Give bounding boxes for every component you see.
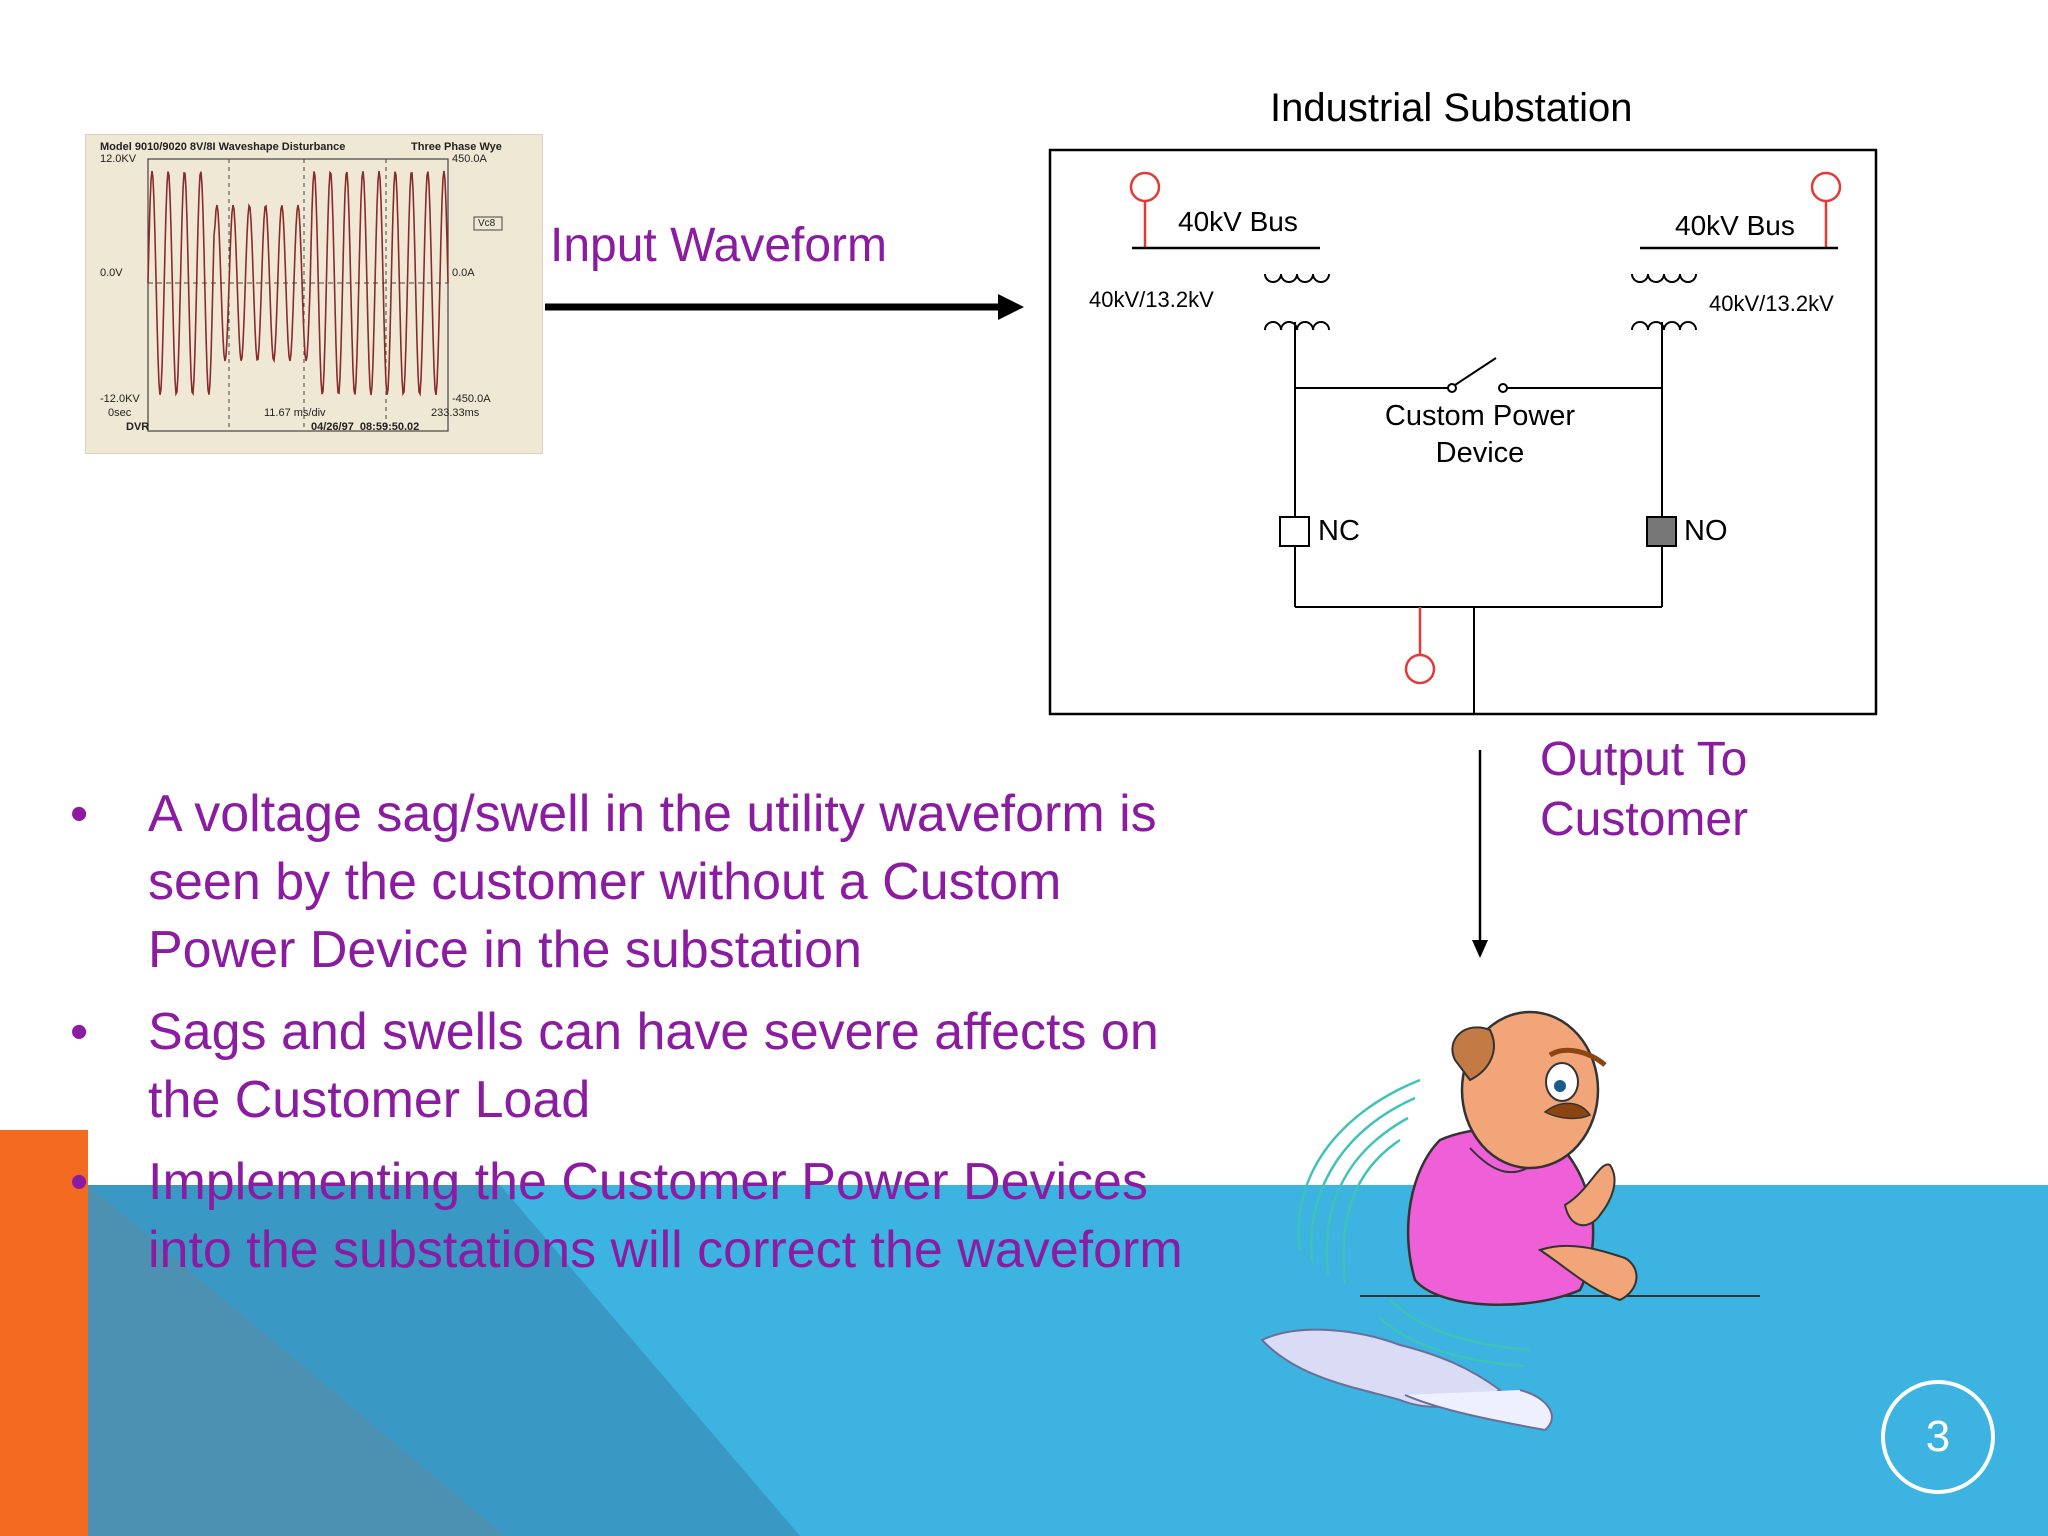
- wf-channel-tag: Vc8: [478, 218, 496, 229]
- bus-right-label: 40kV Bus: [1675, 210, 1795, 241]
- slide-number: 3: [1925, 1412, 1951, 1461]
- dark-blue-triangle: [88, 1185, 800, 1536]
- bullet-marker: •: [70, 1003, 89, 1061]
- bullet-text: Implementing the Customer Power Devices …: [148, 1153, 1183, 1279]
- bullet-text: Sags and swells can have severe affects …: [148, 1003, 1159, 1129]
- wf-timestamp: 04/26/97 08:59:50.02: [311, 421, 420, 433]
- wf-t-end: 233.33ms: [431, 407, 480, 419]
- bus-left-label: 40kV Bus: [1178, 206, 1298, 237]
- device-label-line1: Custom Power: [1384, 400, 1576, 432]
- wf-right-bottom: -450.0A: [452, 393, 491, 405]
- output-label-line1: Output To: [1540, 733, 1748, 786]
- white-strip: [88, 1130, 2048, 1185]
- xfmr-right-label: 40kV/13.2kV: [1709, 291, 1834, 316]
- waveform-image: Model 9010/9020 8V/8I Waveshape Disturba…: [85, 134, 543, 454]
- bullet-item: • Implementing the Customer Power Device…: [68, 1148, 1198, 1284]
- bullet-list: • A voltage sag/swell in the utility wav…: [68, 780, 1198, 1298]
- wf-right-mid: 0.0A: [452, 267, 475, 279]
- nc-label: NC: [1318, 515, 1360, 547]
- wf-device: DVR: [126, 421, 150, 433]
- bullet-text: A voltage sag/swell in the utility wavef…: [148, 785, 1157, 979]
- xfmr-left-label: 40kV/13.2kV: [1089, 287, 1214, 312]
- input-waveform-label: Input Waveform: [550, 219, 888, 272]
- substation-title: Industrial Substation: [1270, 86, 1633, 130]
- bullet-marker: •: [70, 785, 89, 843]
- wf-t-start: 0sec: [108, 407, 132, 419]
- wf-header-left: Model 9010/9020 8V/8I Waveshape Disturba…: [100, 141, 346, 153]
- wf-left-bottom: -12.0KV: [100, 393, 140, 405]
- bullet-item: • A voltage sag/swell in the utility wav…: [68, 780, 1198, 984]
- slide-number-badge: 3: [1881, 1380, 1995, 1494]
- wf-left-top: 12.0KV: [100, 153, 137, 165]
- waveform-plot: [147, 158, 503, 432]
- no-label: NO: [1684, 515, 1728, 547]
- device-label-line2: Device: [1435, 437, 1525, 469]
- output-label-line2: Customer: [1540, 793, 1749, 846]
- bullet-marker: •: [70, 1153, 89, 1211]
- wf-header-right: Three Phase Wye: [411, 141, 502, 153]
- wf-t-div: 11.67 ms/div: [264, 407, 326, 419]
- wf-right-top: 450.0A: [452, 153, 487, 165]
- bullet-item: • Sags and swells can have severe affect…: [68, 998, 1198, 1134]
- wf-left-mid: 0.0V: [100, 267, 123, 279]
